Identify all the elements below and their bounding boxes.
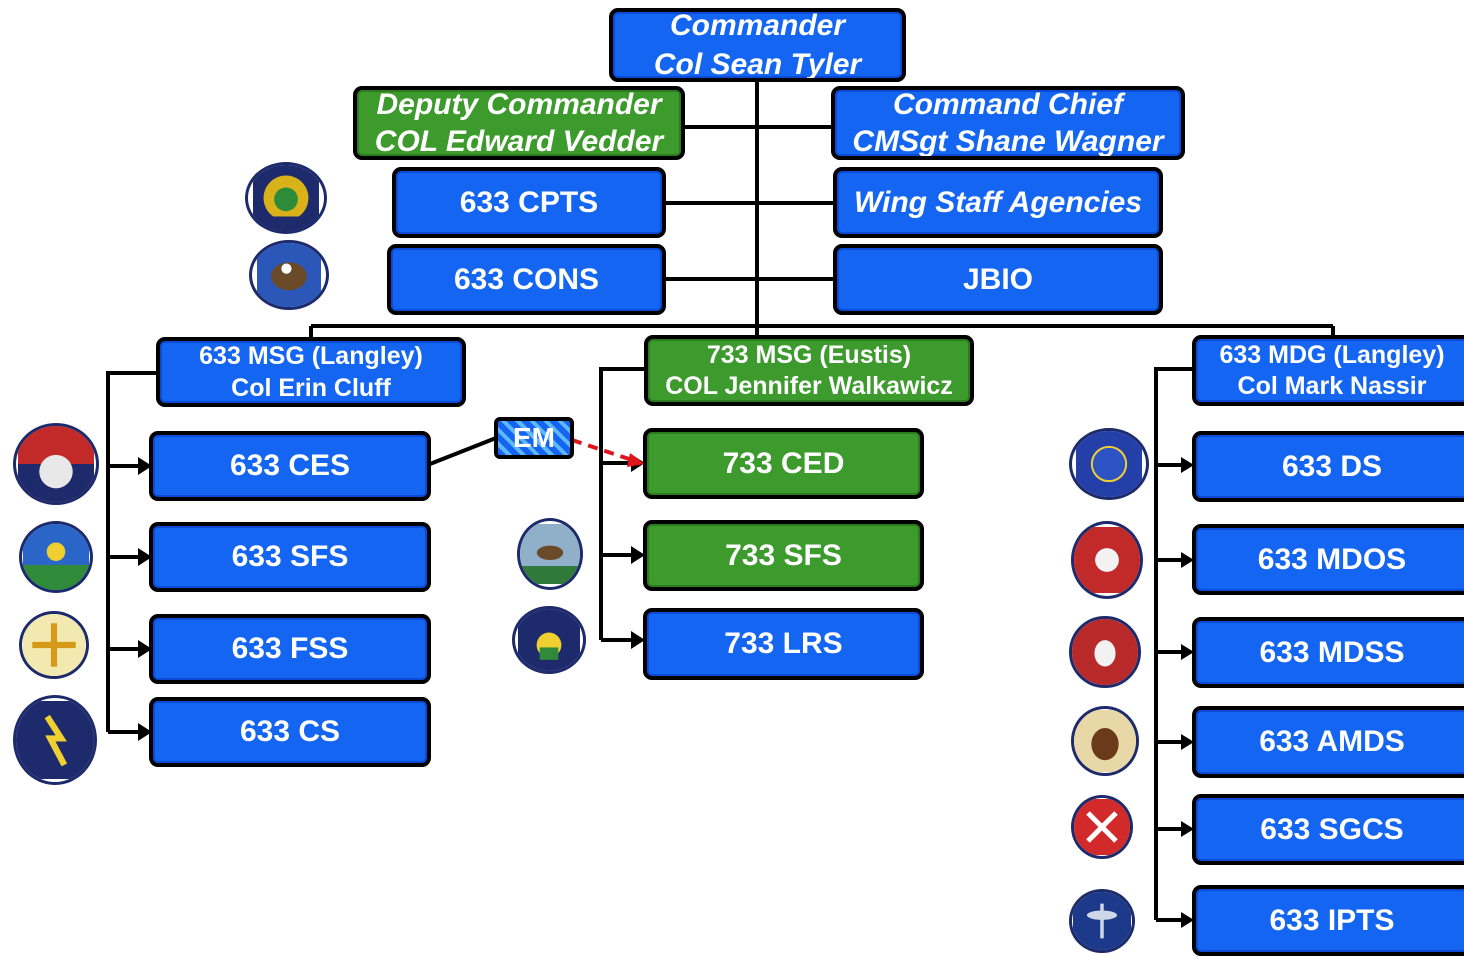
group-733-msg: 733 MSG (Eustis) COL Jennifer Walkawicz xyxy=(644,335,974,406)
sfs-emblem-icon xyxy=(19,521,93,593)
unit-633-ces: 633 CES xyxy=(149,431,431,501)
unit-label: 633 MDSS xyxy=(1259,635,1405,669)
733-sfs-emblem-icon xyxy=(517,518,583,590)
unit-633-cs: 633 CS xyxy=(149,697,431,767)
unit-label: 633 MDOS xyxy=(1257,542,1407,576)
mdss-emblem-icon xyxy=(1069,616,1141,688)
commander-title: Commander xyxy=(669,8,846,42)
group-633-mdg: 633 MDG (Langley) Col Mark Nassir xyxy=(1192,335,1464,406)
ces-emblem-icon xyxy=(13,423,99,505)
deputy-title: Deputy Commander xyxy=(376,87,662,121)
unit-label: 633 SGCS xyxy=(1260,812,1404,846)
unit-label: 633 AMDS xyxy=(1259,725,1405,759)
chief-name: CMSgt Shane Wagner xyxy=(852,125,1164,158)
sgcs-emblem-icon xyxy=(1071,795,1133,859)
unit-label: 633 CS xyxy=(239,715,341,749)
unit-label: 633 FSS xyxy=(231,632,349,666)
command-chief-box: Command Chief CMSgt Shane Wagner xyxy=(831,86,1185,160)
amds-emblem-icon xyxy=(1071,706,1139,776)
unit-633-sfs: 633 SFS xyxy=(149,522,431,592)
unit-label: 733 CED xyxy=(722,446,845,480)
unit-label: 733 SFS xyxy=(725,538,842,572)
em-label: EM xyxy=(513,422,555,453)
unit-label: 633 CONS xyxy=(453,262,600,296)
commander-box: Commander Col Sean Tyler xyxy=(609,8,906,82)
unit-633-cpts: 633 CPTS xyxy=(392,167,666,238)
unit-label: 733 LRS xyxy=(724,627,843,661)
733-lrs-emblem-icon xyxy=(512,606,586,674)
cons-emblem-icon xyxy=(249,240,329,310)
group-title: 633 MDG (Langley) xyxy=(1219,340,1445,369)
unit-label: JBIO xyxy=(962,262,1034,296)
group-commander: Col Erin Cluff xyxy=(231,373,391,402)
unit-733-ced: 733 CED xyxy=(643,428,924,499)
chief-title: Command Chief xyxy=(892,87,1123,121)
cs-emblem-icon xyxy=(13,695,97,785)
unit-label: 633 CES xyxy=(229,449,351,483)
ds-emblem-icon xyxy=(1069,428,1149,500)
commander-name: Col Sean Tyler xyxy=(653,48,862,81)
unit-733-sfs: 733 SFS xyxy=(643,520,924,591)
unit-633-cons: 633 CONS xyxy=(387,244,666,315)
unit-label: 633 SFS xyxy=(231,540,349,574)
group-633-msg: 633 MSG (Langley) Col Erin Cluff xyxy=(156,337,466,407)
deputy-commander-box: Deputy Commander COL Edward Vedder xyxy=(353,86,685,160)
group-title: 733 MSG (Eustis) xyxy=(706,340,912,369)
ipts-emblem-icon xyxy=(1069,889,1135,953)
unit-633-amds: 633 AMDS xyxy=(1192,706,1464,778)
group-title: 633 MSG (Langley) xyxy=(199,342,423,371)
mdos-emblem-icon xyxy=(1071,521,1143,599)
fss-emblem-icon xyxy=(19,611,89,679)
unit-633-ds: 633 DS xyxy=(1192,431,1464,502)
cpts-emblem-icon xyxy=(245,162,327,234)
unit-label: 633 DS xyxy=(1281,449,1383,483)
unit-633-mdos: 633 MDOS xyxy=(1192,524,1464,595)
group-commander: COL Jennifer Walkawicz xyxy=(665,372,953,400)
deputy-name: COL Edward Vedder xyxy=(374,125,664,158)
wing-staff-agencies-box: Wing Staff Agencies xyxy=(833,167,1163,238)
unit-633-ipts: 633 IPTS xyxy=(1192,885,1464,956)
unit-label: 633 CPTS xyxy=(459,185,599,219)
em-box: EM xyxy=(494,417,574,459)
group-commander: Col Mark Nassir xyxy=(1237,372,1427,400)
unit-633-sgcs: 633 SGCS xyxy=(1192,794,1464,865)
jbio-box: JBIO xyxy=(833,244,1163,315)
unit-733-lrs: 733 LRS xyxy=(643,608,924,680)
unit-633-fss: 633 FSS xyxy=(149,614,431,684)
unit-label: Wing Staff Agencies xyxy=(853,185,1143,219)
unit-label: 633 IPTS xyxy=(1269,903,1395,937)
unit-633-mdss: 633 MDSS xyxy=(1192,617,1464,688)
